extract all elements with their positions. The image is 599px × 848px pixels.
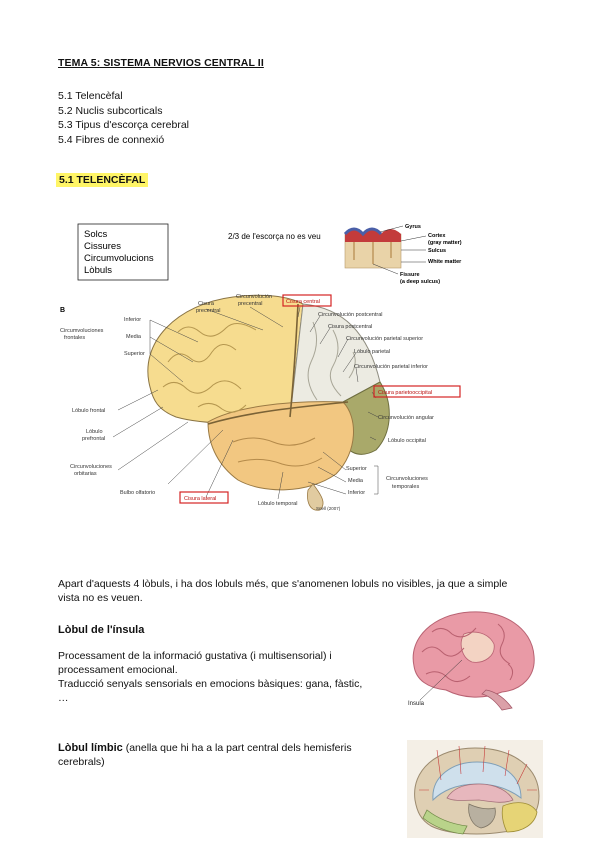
inset-label: Fissure <box>400 272 420 278</box>
inset-label: (a deep sulcus) <box>400 279 440 285</box>
red-box <box>373 385 461 398</box>
brain-label: Cisura postcentral <box>328 324 372 330</box>
brain-label: Cisura parietooccipital <box>378 390 432 396</box>
brain-label: Circunvolución <box>236 294 272 300</box>
toc-item: 5.4 Fibres de connexió <box>58 133 165 146</box>
brain-label: temporales <box>392 484 419 490</box>
panel-letter: B <box>60 307 65 314</box>
insula-heading: Lòbul de l'ínsula <box>58 624 145 636</box>
inset-label: Cortex <box>428 233 446 239</box>
paragraph-line: vista no es veuen. <box>58 592 143 604</box>
toc-item: 5.3 Tipus d'escorça cerebral <box>58 119 189 131</box>
limbic-brain-image <box>407 740 543 838</box>
brain-label: precentral <box>196 308 220 314</box>
figure-credit: Snell (2007) <box>316 506 341 511</box>
paragraph-line: Apart d'aquests 4 lòbuls, i ha dos lobul… <box>58 578 508 590</box>
brain-label: Lóbulo frontal <box>72 408 105 414</box>
brain-label: Circunvolución parietal superior <box>346 336 423 342</box>
brain-label: Cisura lateral <box>184 496 216 502</box>
document-title: TEMA 5: SISTEMA NERVIOS CENTRAL II <box>58 57 264 69</box>
brain-label: Inferior <box>124 317 141 323</box>
inset-label: White matter <box>428 259 462 265</box>
limbic-text: (anella que hi ha a la part central dels… <box>122 742 352 754</box>
brain-label: Lóbulo parietal <box>354 349 390 355</box>
brain-label: Media <box>126 334 142 340</box>
table-of-contents: 5.1 Telencèfal 5.2 Nuclis subcorticals 5… <box>58 89 189 147</box>
figure-caption: 2/3 de l'escorça no es veu <box>228 232 321 241</box>
brain-label: Bulbo olfatorio <box>120 490 155 496</box>
brain-label: Circunvoluciones <box>386 476 428 482</box>
brain-label: precentral <box>238 301 262 307</box>
insula-paragraph: Processament de la informació gustativa … <box>58 649 378 705</box>
cortex-inset: Gyrus Cortex (gray matter) Sulcus White … <box>343 224 462 285</box>
limbic-paragraph: Lòbul límbic (anella que hi ha a la part… <box>58 741 388 769</box>
brain-label: Superior <box>124 351 145 357</box>
brain-lateral-view <box>147 294 390 511</box>
brain-label: prefrontal <box>82 436 105 442</box>
brain-lateral-figure: Solcs Cissures Circumvolucions Lòbuls 2/… <box>58 212 478 517</box>
paragraph-line: cerebrals) <box>58 756 105 768</box>
limbic-heading: Lòbul límbic <box>58 742 123 754</box>
legend-item: Solcs <box>84 229 107 240</box>
paragraph-line: … <box>58 692 69 704</box>
brain-label: Inferior <box>348 490 365 496</box>
leader-lines <box>112 306 379 500</box>
brain-label: Cisura central <box>286 299 320 305</box>
brain-label: Circunvolución postcentral <box>318 312 383 318</box>
brain-label: Circunvoluciones <box>70 464 112 470</box>
brain-figure-svg: Solcs Cissures Circumvolucions Lòbuls 2/… <box>60 223 462 511</box>
paragraph: Apart d'aquests 4 lòbuls, i ha dos lobul… <box>58 577 548 605</box>
insula-brain-image: Insula <box>402 604 542 714</box>
brain-label: Cisura <box>198 301 215 307</box>
brain-label: orbitarias <box>74 471 97 477</box>
brain-label: Circumvoluciones <box>60 328 104 334</box>
inset-label: Gyrus <box>405 224 421 230</box>
inset-label: (gray matter) <box>428 240 462 246</box>
brain-label: Lóbulo occipital <box>388 438 426 444</box>
toc-item: 5.1 Telencèfal <box>58 90 123 102</box>
paragraph-line: Traducció senyals sensorials en emocions… <box>58 678 363 690</box>
paragraph-line: processament emocional. <box>58 664 178 676</box>
paragraph-line: Lòbul límbic (anella que hi ha a la part… <box>58 741 388 755</box>
brain-label: Circunvolución angular <box>378 415 434 421</box>
brain-label: frontales <box>64 335 85 341</box>
legend-box <box>77 223 169 281</box>
legend-item: Cissures <box>84 241 121 252</box>
brain-label: Lóbulo temporal <box>258 501 297 507</box>
legend-item: Circumvolucions <box>84 253 154 264</box>
red-box <box>179 491 229 504</box>
paragraph-line: Processament de la informació gustativa … <box>58 650 332 662</box>
brain-label: Media <box>348 478 364 484</box>
legend-item: Lòbuls <box>84 265 112 276</box>
toc-item: 5.2 Nuclis subcorticals <box>58 104 163 117</box>
brain-label: Superior <box>346 466 367 472</box>
inset-label: Sulcus <box>428 248 446 254</box>
red-box <box>282 294 332 307</box>
section-heading: 5.1 TELENCÈFAL <box>56 173 149 187</box>
brain-label: Lóbulo <box>86 429 103 435</box>
insula-image-label: Insula <box>408 701 425 707</box>
brain-label: Circunvolución parietal inferior <box>354 364 428 370</box>
